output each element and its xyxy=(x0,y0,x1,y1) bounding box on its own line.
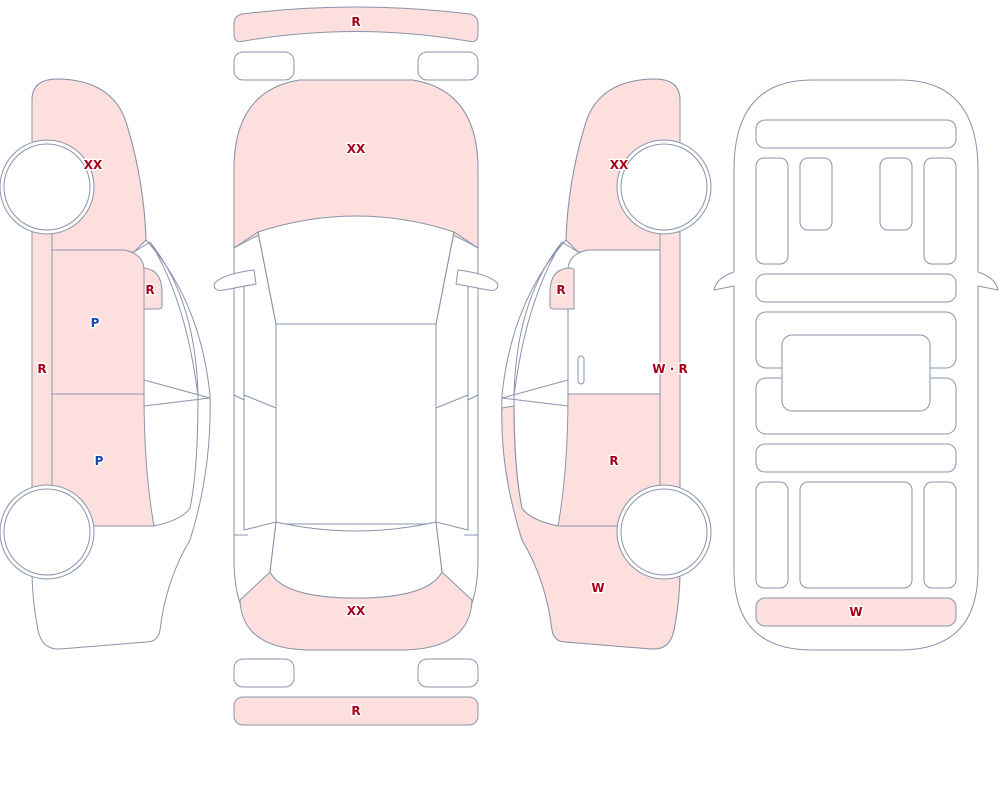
left-sill[interactable] xyxy=(31,231,53,491)
left-mirror-top xyxy=(213,269,257,291)
right-rear-quarter-mark: W xyxy=(591,581,604,595)
right-sill-mark: W · R xyxy=(652,362,687,376)
left-rear-door-mark: P xyxy=(95,454,104,468)
left-side-view: XX R P P R xyxy=(0,78,211,650)
left-mirror-mark: R xyxy=(145,283,154,297)
left-front-fender-mark: XX xyxy=(84,158,103,172)
front-bumper-mark: R xyxy=(351,15,360,29)
left-front-panel xyxy=(755,157,789,265)
right-side-windows xyxy=(501,241,579,527)
cargo-floor-mark: W xyxy=(849,605,862,619)
right-mirror-top xyxy=(455,269,499,291)
right-door-handle xyxy=(577,355,585,385)
right-body-lines xyxy=(464,394,479,536)
left-body-lines xyxy=(233,394,248,536)
front-crossbar xyxy=(755,273,957,303)
cargo-floor[interactable] xyxy=(755,597,957,627)
right-rear-door-mark: R xyxy=(609,454,618,468)
rear-crossbar xyxy=(755,443,957,473)
right-rear-panel xyxy=(923,481,957,589)
front-bumper[interactable] xyxy=(233,6,479,43)
left-rear-panel xyxy=(755,481,789,589)
right-headlight xyxy=(417,51,479,81)
rear-bumper[interactable] xyxy=(233,696,479,726)
left-front-wheel xyxy=(3,143,91,231)
hood-mark: XX xyxy=(347,142,366,156)
right-front-wheel xyxy=(620,143,708,231)
windshield xyxy=(257,215,455,325)
left-tail-light xyxy=(233,658,295,688)
right-mirror-mark: R xyxy=(556,283,565,297)
right-front-door[interactable] xyxy=(567,249,661,395)
top-view: R XX XX R xyxy=(213,6,499,726)
left-mirror[interactable] xyxy=(143,267,163,310)
rear-seat xyxy=(799,481,913,589)
left-front-seat xyxy=(799,157,833,231)
trunk-mark: XX xyxy=(347,604,366,618)
left-front-door-mark: P xyxy=(91,316,100,330)
rear-window xyxy=(269,521,443,599)
right-tail-light xyxy=(417,658,479,688)
right-front-seat xyxy=(879,157,913,231)
rear-bumper-mark: R xyxy=(351,704,360,718)
roof xyxy=(275,323,437,525)
right-rear-wheel xyxy=(620,488,708,576)
right-side-glass xyxy=(435,231,479,573)
left-side-windows xyxy=(133,241,211,527)
dashboard xyxy=(755,119,957,149)
left-headlight xyxy=(233,51,295,81)
left-side-glass xyxy=(233,231,277,573)
left-front-door[interactable] xyxy=(51,249,145,395)
center-console xyxy=(781,334,931,412)
right-mirror[interactable] xyxy=(549,267,575,310)
right-front-fender-mark: XX xyxy=(610,158,629,172)
right-side-view: XX R W · R R W xyxy=(501,78,712,650)
right-front-panel xyxy=(923,157,957,265)
interior-view: W xyxy=(713,79,999,651)
left-sill-mark: R xyxy=(37,362,46,376)
left-rear-wheel xyxy=(3,488,91,576)
